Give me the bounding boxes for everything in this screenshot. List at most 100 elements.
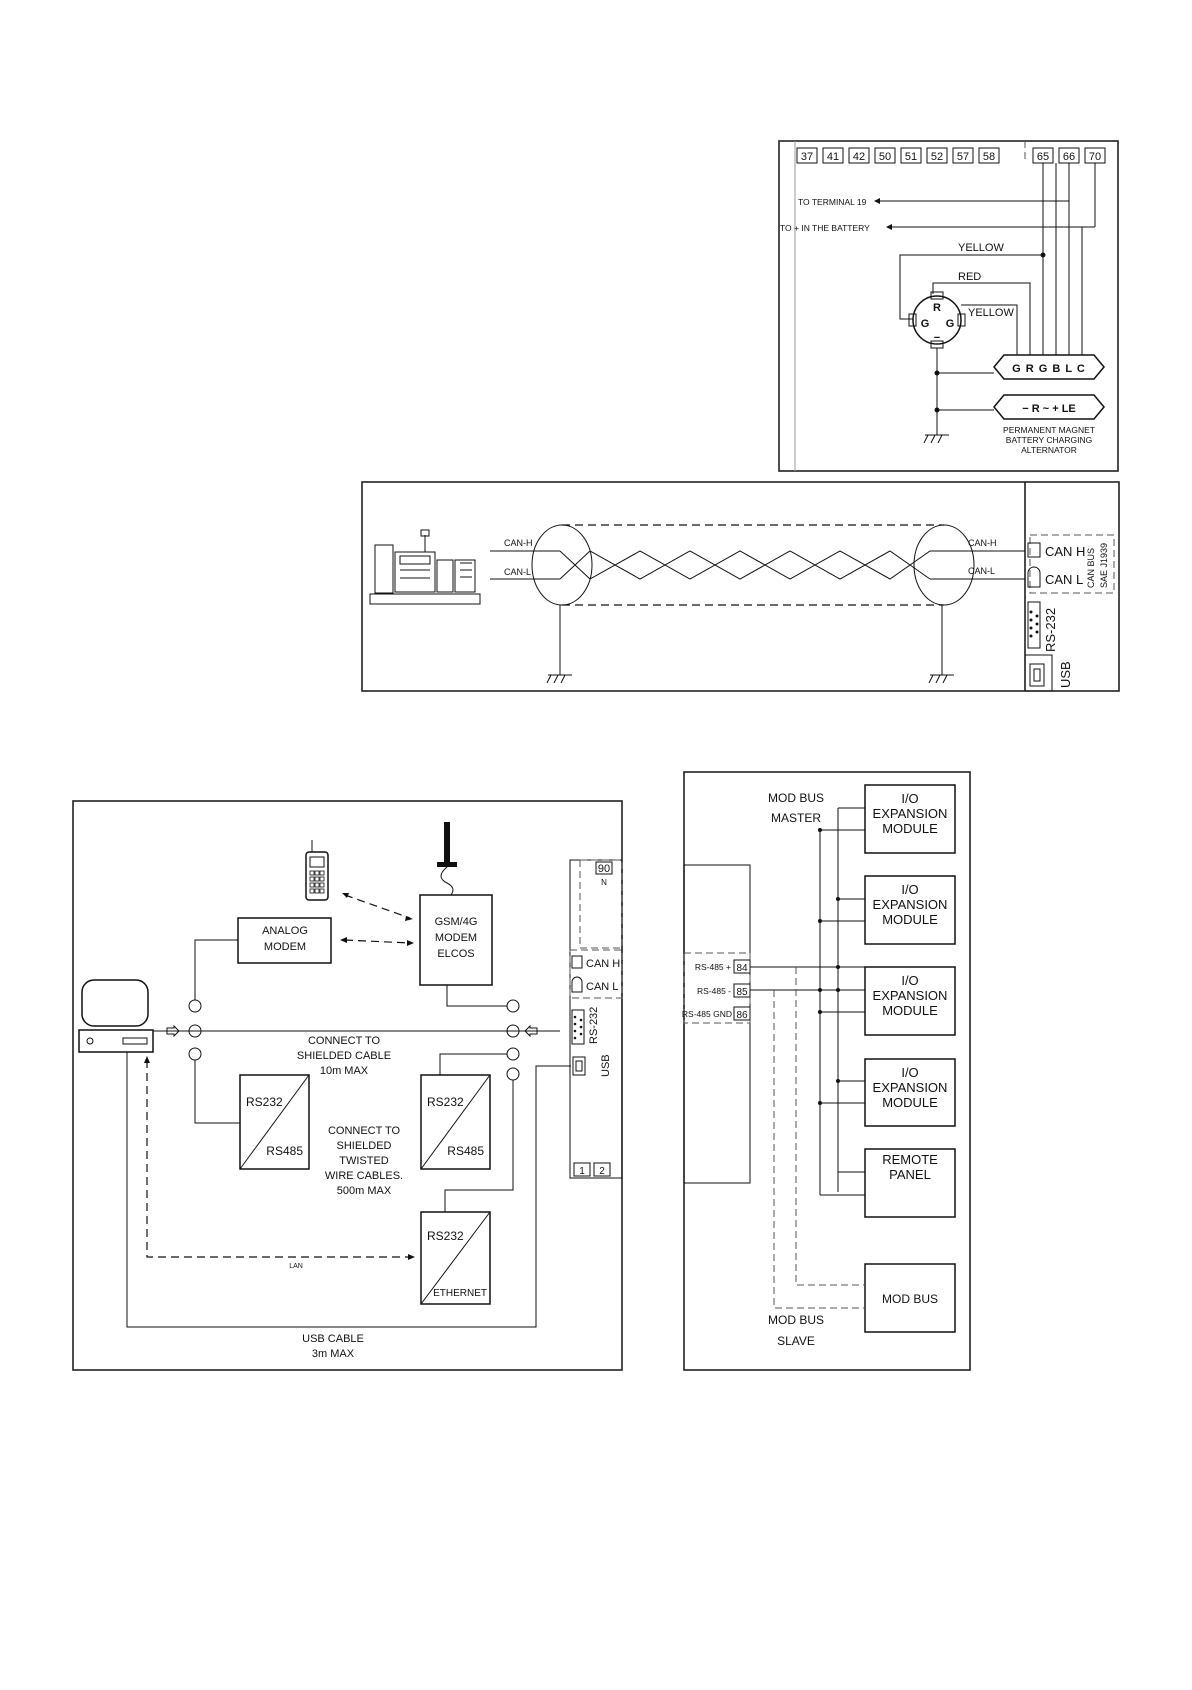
can-h-terminal xyxy=(1027,542,1041,558)
comms-rs232-port-label: RS-232 xyxy=(588,1007,600,1044)
alternator-caption-1: PERMANENT MAGNET xyxy=(1003,425,1095,435)
lan-label: LAN xyxy=(289,1263,303,1270)
bottom-terminal-1: 1 xyxy=(579,1166,585,1177)
terminal-84-label: 84 xyxy=(736,963,748,974)
rs232-port-label: RS-232 xyxy=(1043,608,1058,652)
converter-3-bottom-label: ETHERNET xyxy=(433,1288,487,1299)
reg-g-right-label: G xyxy=(946,318,955,330)
alternator-connector-1 xyxy=(993,354,1105,380)
can-h-terminal xyxy=(571,955,583,969)
terminal-86-label: 86 xyxy=(736,1010,748,1021)
cable-shield-right xyxy=(913,524,975,606)
io-expansion-module-2 xyxy=(864,875,956,945)
terminal-label: 51 xyxy=(905,151,917,163)
alternator-caption-3: ALTERNATOR xyxy=(1021,445,1077,455)
port-can-h-label: CAN H xyxy=(1045,544,1085,559)
io2-line-1: I/O xyxy=(901,882,918,897)
io-expansion-module-3 xyxy=(864,966,956,1036)
io3-line-2: EXPANSION xyxy=(873,988,948,1003)
converter-1-bottom-label: RS485 xyxy=(266,1144,303,1158)
modbus-slave-box xyxy=(864,1263,956,1333)
usb-cable-label-2: 3m MAX xyxy=(312,1348,355,1360)
rs232-connector-icon xyxy=(571,1009,585,1045)
shielded-cable-label-1: CONNECT TO xyxy=(308,1035,381,1047)
can-l-terminal xyxy=(1027,566,1041,588)
terminal-85-label: 85 xyxy=(736,987,748,998)
can-h-right-label: CAN-H xyxy=(968,538,997,548)
io3-line-1: I/O xyxy=(901,973,918,988)
can-l-terminal xyxy=(571,976,583,993)
port-can-l-label: CAN L xyxy=(1045,572,1083,587)
io2-line-2: EXPANSION xyxy=(873,897,948,912)
can-h-left-label: CAN-H xyxy=(504,538,533,548)
analog-modem-label-1: ANALOG xyxy=(262,925,308,937)
terminal-label: 41 xyxy=(827,151,839,163)
rs485-plus-label: RS-485 + xyxy=(695,962,731,972)
usb-cable xyxy=(126,1052,571,1328)
antenna-icon xyxy=(437,822,457,900)
alternator-diagram: 37 41 42 50 51 52 57 58 65 66 70 TO TERM… xyxy=(778,140,1119,472)
alternator-caption-2: BATTERY CHARGING xyxy=(1006,435,1092,445)
terminal-label: 52 xyxy=(931,151,943,163)
wire-yellow-label: YELLOW xyxy=(968,307,1014,319)
io4-line-1: I/O xyxy=(901,1065,918,1080)
terminal-strip: 37 41 42 50 51 52 57 58 65 66 70 xyxy=(796,141,1106,164)
gsm-modem-label-3: ELCOS xyxy=(437,948,474,960)
terminal-n-label: N xyxy=(601,878,607,887)
canbus-frame xyxy=(361,481,1120,692)
usb-port-label: USB xyxy=(1058,661,1073,688)
gsm-modem-label-1: GSM/4G xyxy=(435,916,478,928)
terminal-label: 65 xyxy=(1037,151,1049,163)
terminal-label: 37 xyxy=(801,151,813,163)
io1-line-2: EXPANSION xyxy=(873,806,948,821)
to-battery-label: TO + IN THE BATTERY xyxy=(780,223,870,233)
converter-1-top-label: RS232 xyxy=(246,1095,283,1109)
modbus-master-label-1: MOD BUS xyxy=(768,791,824,805)
communications-frame xyxy=(72,800,623,1371)
modbus-master-label-2: MASTER xyxy=(771,811,821,825)
remote-panel-box xyxy=(864,1148,956,1218)
terminal-label: 50 xyxy=(879,151,891,163)
can-bus-vertical-label: CAN BUS xyxy=(1086,548,1096,588)
generator-set-icon xyxy=(369,529,481,605)
alternator-frame xyxy=(778,140,1119,472)
converter-3-top-label: RS232 xyxy=(427,1229,464,1243)
twisted-cable-label-4: WIRE CABLES. xyxy=(325,1170,403,1182)
gsm-modem-box xyxy=(419,894,493,986)
reg-g-left-label: G xyxy=(921,318,930,330)
io4-line-3: MODULE xyxy=(882,1095,938,1110)
converter-2-bottom-label: RS485 xyxy=(447,1144,484,1158)
modbus-slave-box-label: MOD BUS xyxy=(882,1292,938,1306)
terminal-label: 57 xyxy=(957,151,969,163)
mobile-phone-icon xyxy=(305,840,329,901)
reg-r-label: R xyxy=(933,302,941,314)
converter-2-top-label: RS232 xyxy=(427,1095,464,1109)
gsm-modem-label-2: MODEM xyxy=(435,932,477,944)
usb-cable-label-1: USB CABLE xyxy=(302,1333,364,1345)
cable-shield-left xyxy=(531,524,593,606)
communications-diagram: 90 N CAN H CAN L RS-232 USB 1 2 xyxy=(72,800,623,1371)
usb-connector-icon xyxy=(1029,663,1045,687)
svg-text:−: − xyxy=(934,332,940,344)
wire-yellow-top-label: YELLOW xyxy=(958,242,1004,254)
rs232-connector-icon xyxy=(1027,601,1041,649)
sae-j1939-label: SAE J1939 xyxy=(1099,543,1109,588)
twisted-pair-cable xyxy=(559,550,931,580)
io-expansion-module-4 xyxy=(864,1058,956,1127)
wire-red-label: RED xyxy=(958,271,981,283)
to-terminal-19-label: TO TERMINAL 19 xyxy=(798,197,867,207)
connector-1-label: G R G B L C xyxy=(1012,363,1086,375)
bottom-terminal-2: 2 xyxy=(599,1166,605,1177)
usb-connector-icon xyxy=(572,1056,586,1076)
twisted-cable-label-2: SHIELDED xyxy=(336,1140,391,1152)
modbus-diagram: MOD BUS MASTER RS-485 + RS-485 - RS-485 … xyxy=(682,771,971,1371)
remote-panel-label-1: REMOTE xyxy=(882,1152,938,1167)
io1-line-3: MODULE xyxy=(882,821,938,836)
terminal-label: 66 xyxy=(1063,151,1075,163)
analog-modem-label-2: MODEM xyxy=(264,941,306,953)
voltage-regulator: R G G − xyxy=(908,291,966,349)
terminal-label: 70 xyxy=(1089,151,1101,163)
comms-usb-port-label: USB xyxy=(600,1054,612,1077)
shielded-cable-label-2: SHIELDED CABLE xyxy=(297,1050,391,1062)
